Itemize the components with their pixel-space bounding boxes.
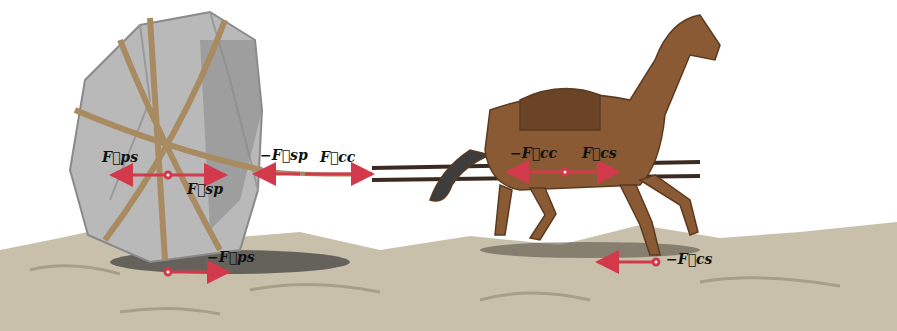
force-label: F⃗sp — [185, 182, 225, 197]
force-label: F⃗ps — [100, 150, 140, 165]
force-label: −F⃗sp — [258, 148, 310, 163]
force-label: −F⃗ps — [205, 250, 257, 265]
horse — [430, 15, 720, 255]
rope — [75, 18, 262, 260]
force-label: −F⃗cc — [508, 146, 559, 161]
force-label: F⃗cs — [580, 146, 619, 161]
force-label: −F⃗cs — [664, 252, 714, 267]
force-label: F⃗cc — [318, 150, 357, 165]
rock — [70, 12, 262, 262]
force-arrows — [112, 169, 659, 275]
